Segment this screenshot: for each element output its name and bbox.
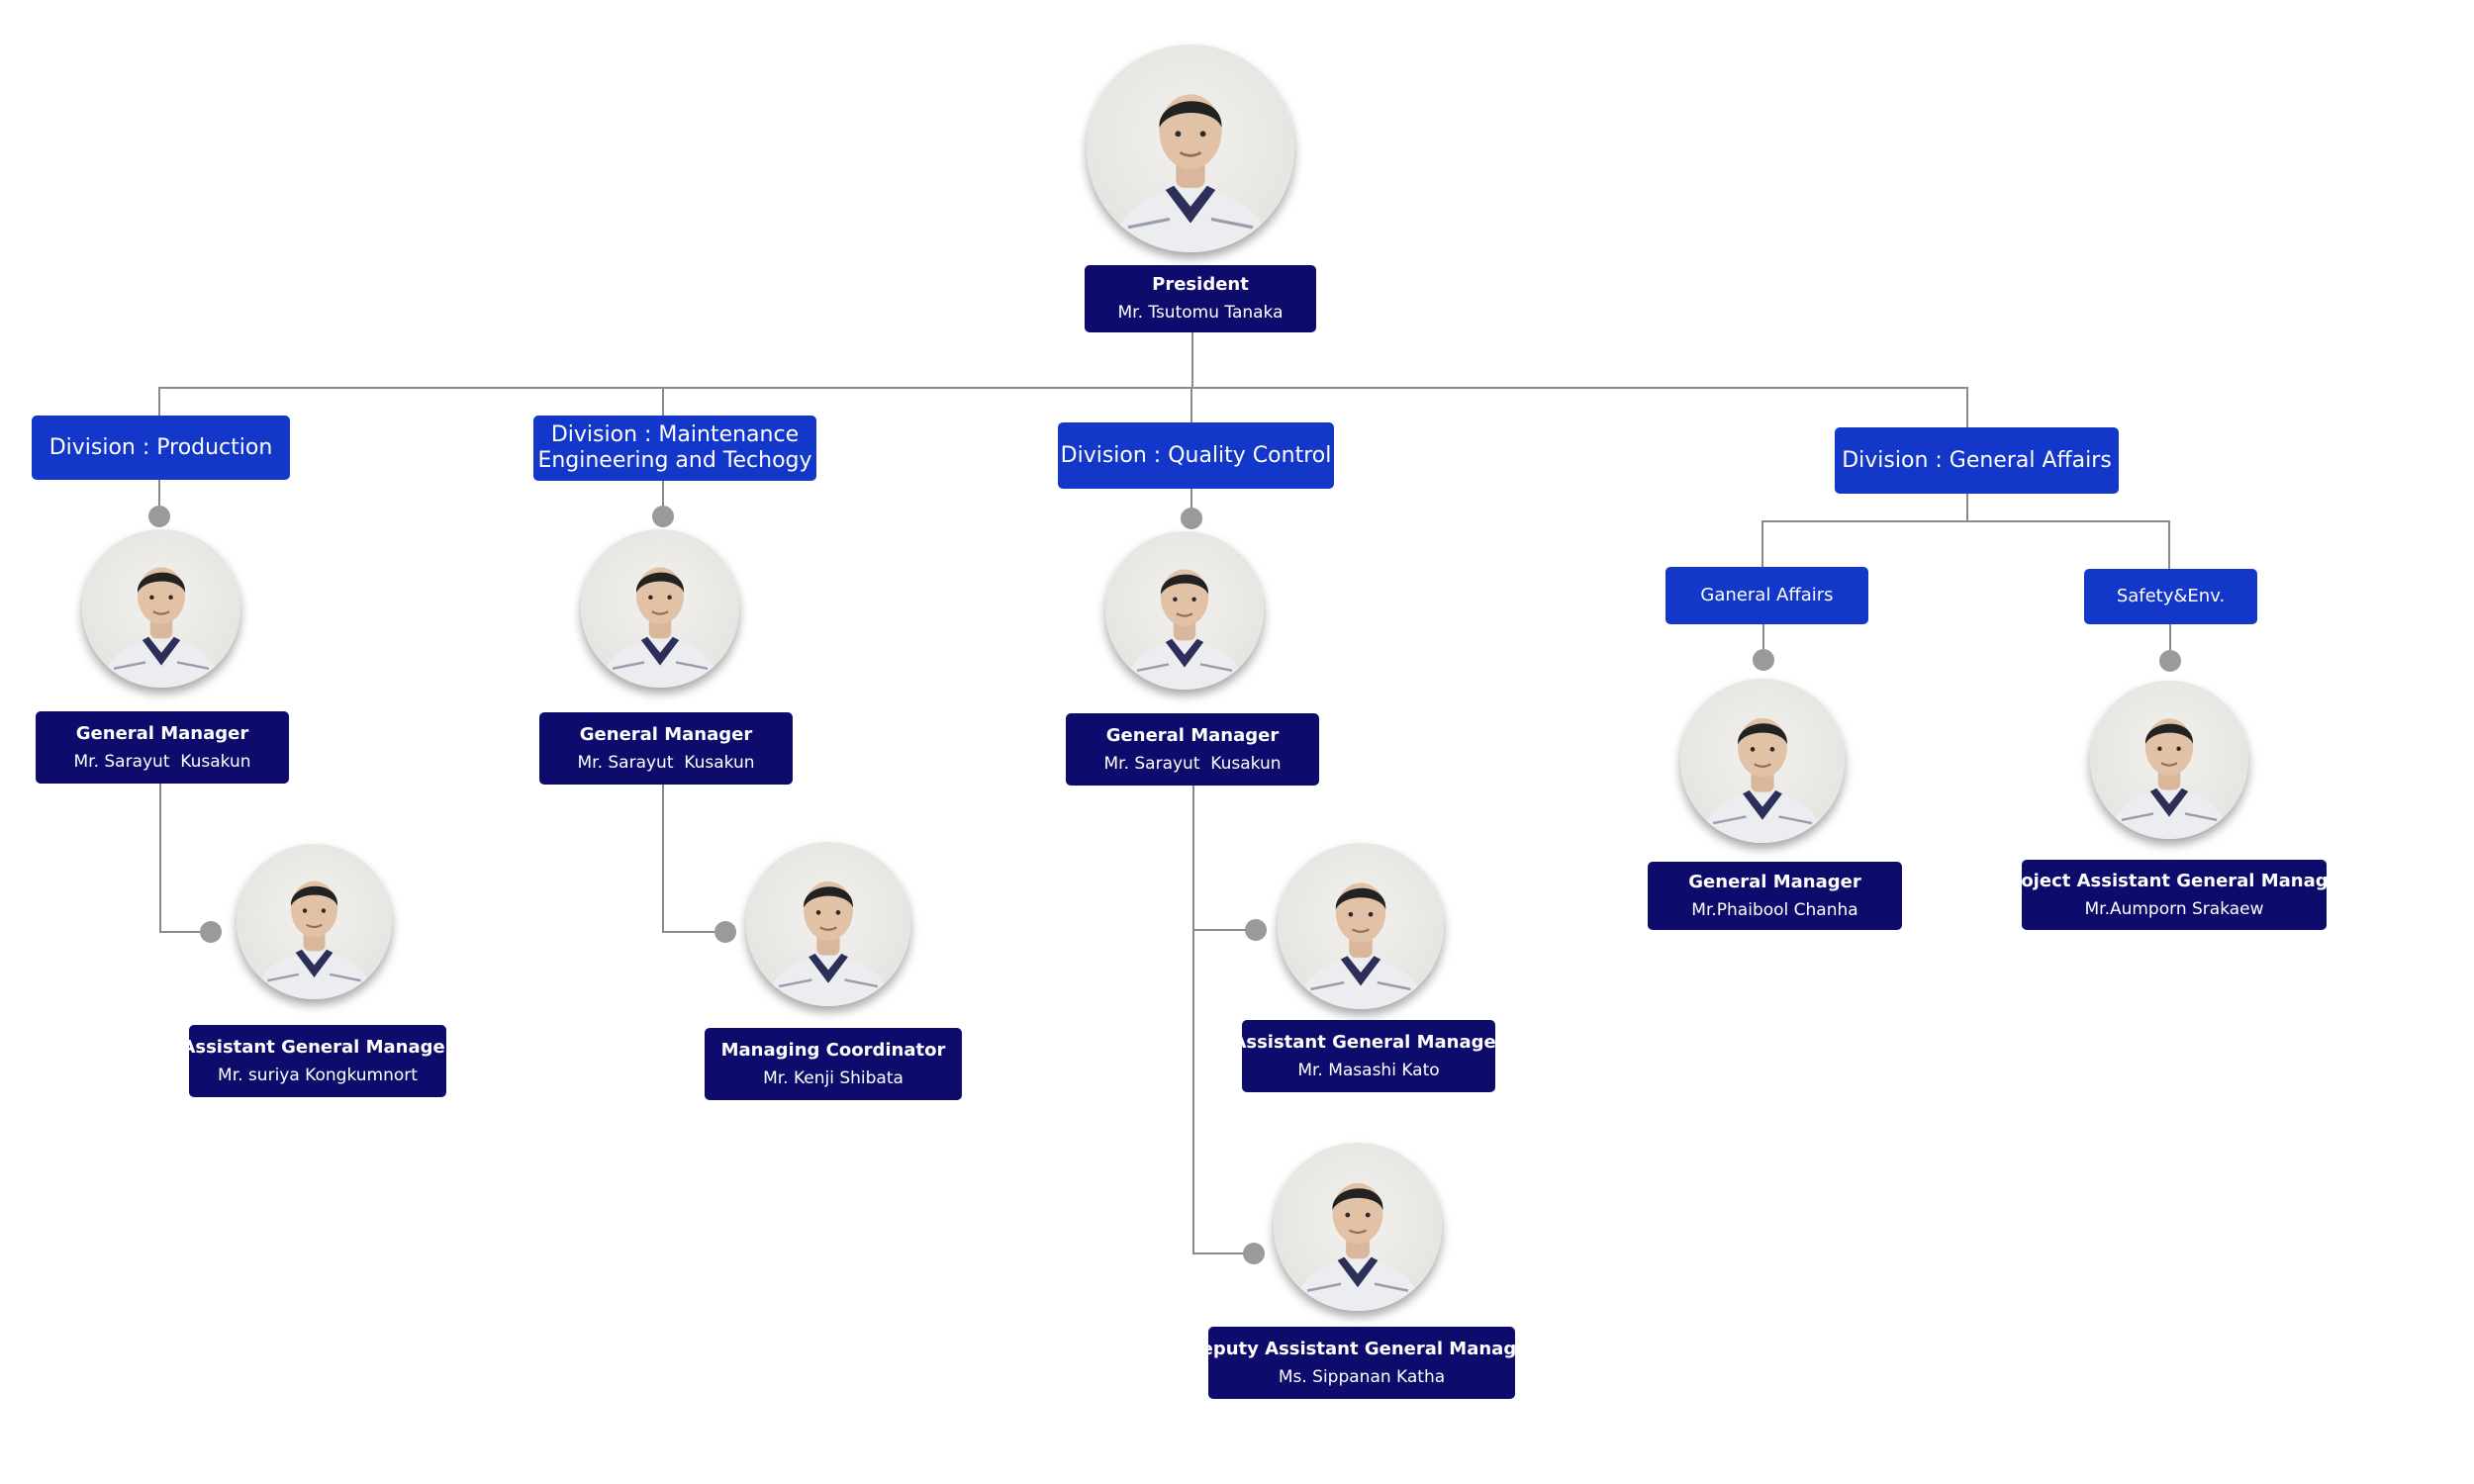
production-agm-box: Assistant General Manager Mr. suriya Kon…: [181, 1025, 454, 1097]
role-title: General Manager: [75, 722, 249, 744]
person-portrait-icon: [237, 844, 392, 999]
connector-dot: [714, 921, 736, 943]
connector-dot: [1181, 508, 1202, 529]
connector-dot: [2159, 650, 2181, 672]
person-name: Ms. Sippanan Katha: [1278, 1366, 1446, 1387]
person-portrait-icon: [581, 529, 739, 688]
quality-gm-box: General Manager Mr. Sarayut Kusakun: [1066, 713, 1319, 786]
connector-line: [158, 387, 1968, 389]
division-general-affairs: Division : General Affairs: [1835, 427, 2119, 494]
general-affairs-gm-photo: [1680, 679, 1845, 843]
connector-dot: [1245, 919, 1267, 941]
role-title: Deputy Assistant General Manager: [1186, 1338, 1538, 1359]
person-name: Mr. Tsutomu Tanaka: [1117, 303, 1284, 323]
production-agm-photo: [237, 844, 392, 999]
connector-line: [2168, 520, 2170, 570]
connector-line: [159, 931, 211, 933]
division-quality-control: Division : Quality Control: [1058, 422, 1334, 489]
person-name: Mr.Phaibool Chanha: [1691, 899, 1858, 920]
connector-line: [1191, 331, 1193, 389]
safety-pagm-box: Project Assistant General Manager Mr.Aum…: [1999, 860, 2349, 930]
person-name: Mr. Sarayut Kusakun: [1103, 753, 1282, 774]
connector-line: [2169, 623, 2171, 661]
connector-line: [1966, 387, 1968, 428]
division-maintenance: Division : Maintenance Engineering and T…: [533, 416, 816, 481]
quality-dagm-photo: [1274, 1143, 1442, 1311]
maintenance-coordinator-box: Managing Coordinator Mr. Kenji Shibata: [705, 1028, 962, 1100]
role-title: General Manager: [1688, 871, 1861, 892]
quality-dagm-box: Deputy Assistant General Manager Ms. Sip…: [1187, 1327, 1537, 1399]
person-name: Mr. Kenji Shibata: [763, 1067, 904, 1088]
connector-line: [1761, 520, 2170, 522]
role-title: Managing Coordinator: [720, 1039, 946, 1061]
general-affairs-gm-box: General Manager Mr.Phaibool Chanha: [1648, 862, 1902, 930]
division-production: Division : Production: [32, 416, 290, 480]
safety-pagm-photo: [2090, 681, 2248, 839]
role-title: Project Assistant General Manager: [1999, 870, 2349, 891]
connector-dot: [1243, 1243, 1265, 1264]
person-name: Mr. Masashi Kato: [1297, 1060, 1440, 1080]
person-portrait-icon: [1274, 1143, 1442, 1311]
maintenance-coordinator-photo: [746, 842, 910, 1006]
production-gm-box: General Manager Mr. Sarayut Kusakun: [36, 711, 289, 784]
person-portrait-icon: [2090, 681, 2248, 839]
role-title: General Manager: [1105, 724, 1280, 746]
role-title: Assistant General Manager: [181, 1036, 454, 1058]
person-portrait-icon: [1087, 45, 1294, 252]
production-gm-photo: [82, 529, 240, 688]
connector-line: [1192, 784, 1194, 1254]
connector-line: [159, 782, 161, 933]
connector-line: [1192, 929, 1256, 931]
person-portrait-icon: [1105, 531, 1264, 690]
person-portrait-icon: [82, 529, 240, 688]
subdivision-safety-env: Safety&Env.: [2084, 569, 2257, 624]
connector-line: [662, 931, 725, 933]
connector-line: [1761, 520, 1763, 568]
president-box: President Mr. Tsutomu Tanaka: [1085, 265, 1316, 332]
role-title: President: [1152, 274, 1249, 295]
person-name: Mr. Sarayut Kusakun: [73, 751, 251, 772]
connector-line: [1966, 490, 1968, 522]
role-title: Assistant General Manager: [1232, 1031, 1505, 1053]
connector-dot: [200, 921, 222, 943]
connector-dot: [652, 506, 674, 527]
connector-dot: [148, 506, 170, 527]
connector-dot: [1753, 649, 1774, 671]
connector-line: [662, 782, 664, 933]
person-portrait-icon: [746, 842, 910, 1006]
quality-agm-box: Assistant General Manager Mr. Masashi Ka…: [1232, 1020, 1505, 1092]
quality-agm-photo: [1278, 843, 1444, 1009]
person-name: Mr.Aumporn Srakaew: [2084, 898, 2264, 919]
president-photo: [1087, 45, 1294, 252]
maintenance-gm-photo: [581, 529, 739, 688]
quality-gm-photo: [1105, 531, 1264, 690]
person-name: Mr. suriya Kongkumnort: [218, 1065, 418, 1085]
role-title: General Manager: [579, 723, 753, 745]
person-portrait-icon: [1680, 679, 1845, 843]
person-portrait-icon: [1278, 843, 1444, 1009]
connector-line: [1762, 622, 1764, 660]
connector-line: [1192, 1252, 1254, 1254]
maintenance-gm-box: General Manager Mr. Sarayut Kusakun: [539, 712, 793, 785]
subdivision-general-affairs: Ganeral Affairs: [1665, 567, 1868, 624]
person-name: Mr. Sarayut Kusakun: [577, 752, 755, 773]
